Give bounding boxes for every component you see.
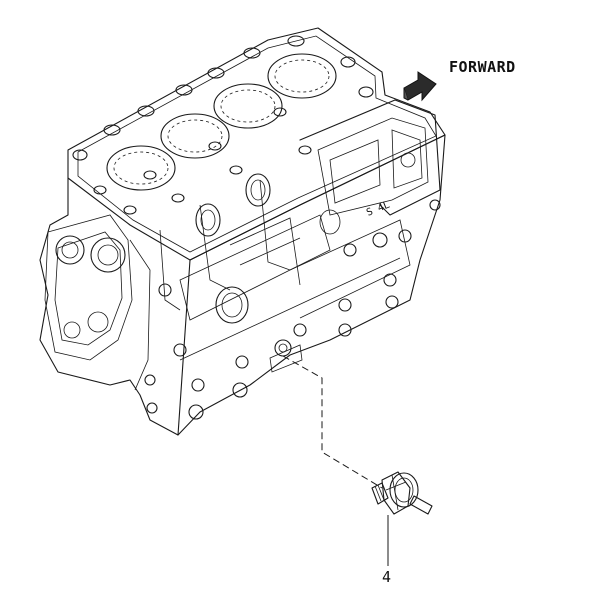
- block-top-deck: [67, 27, 446, 261]
- cylinder-bores: [106, 53, 337, 191]
- block-front-face: [39, 177, 191, 436]
- callout-4: 4: [382, 515, 391, 586]
- block-side-face: [177, 134, 446, 436]
- explode-line: [282, 355, 383, 489]
- callout-number: 4: [382, 568, 391, 586]
- forward-indicator: FORWARD: [403, 58, 516, 102]
- switch-port: [274, 339, 292, 357]
- deck-bolt-holes: [72, 35, 374, 215]
- engine-block: S 4L: [39, 27, 446, 436]
- forward-arrow-icon: [403, 71, 437, 102]
- forward-label: FORWARD: [449, 58, 516, 76]
- oil-pressure-switch: [371, 471, 433, 515]
- cast-mark: S 4L: [365, 200, 391, 219]
- lower-bolt-bosses: [144, 199, 441, 420]
